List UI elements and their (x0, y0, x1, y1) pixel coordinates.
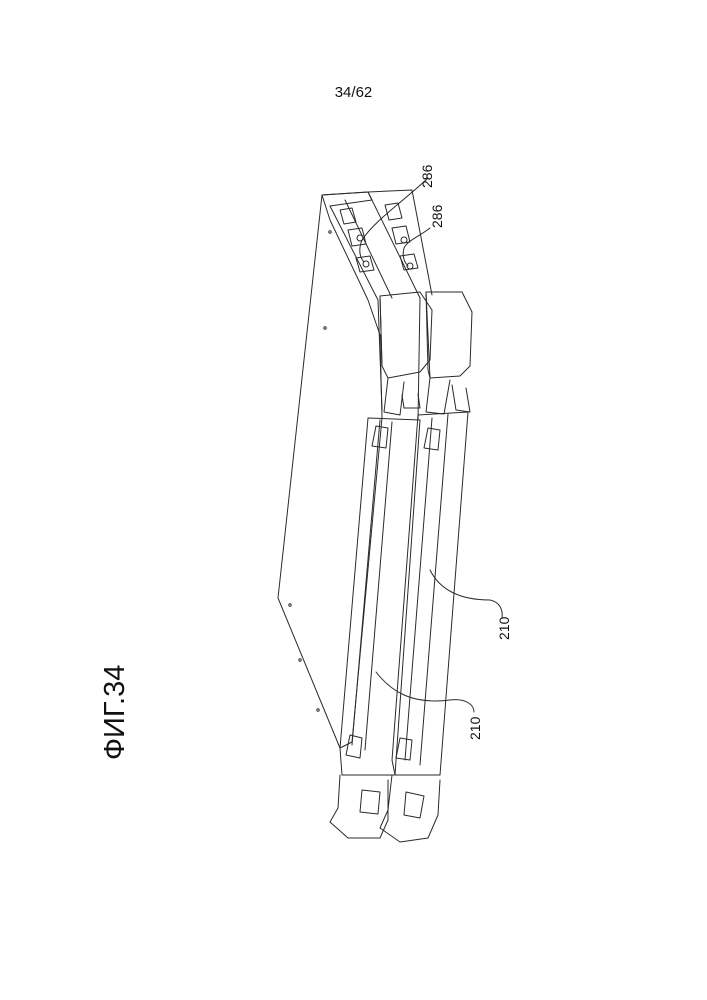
surface-dot-2 (324, 327, 326, 329)
rail-slot-3 (356, 256, 374, 272)
ref-286-a: 286 (419, 164, 435, 188)
clamp-block-1 (380, 292, 432, 378)
rail-slot-1 (340, 208, 356, 224)
ref-210-a: 210 (467, 716, 483, 740)
front-flange-2 (380, 775, 440, 842)
clamp-leg-1 (384, 378, 404, 415)
leader-286-b (403, 228, 430, 266)
surface-dot-5 (317, 709, 319, 711)
rail-slot-4 (385, 203, 402, 220)
surface-dot-4 (299, 659, 301, 661)
ref-286-b: 286 (429, 204, 445, 228)
tray-2-body (392, 412, 468, 775)
clamp-leg-2 (426, 378, 450, 414)
tray-2-inner-edge-2 (420, 414, 448, 765)
tray-2-inner-edge (405, 418, 432, 760)
connector-2 (401, 237, 407, 243)
tab-front-2 (396, 738, 412, 760)
tab-mid-2 (424, 428, 440, 450)
flange-handle-2 (404, 792, 424, 818)
rail-outer-2 (368, 190, 432, 295)
clamp-block-2 (426, 292, 472, 378)
leader-210-b (430, 570, 502, 618)
tray-1-inner-edge (352, 420, 380, 745)
tab-front-1 (346, 735, 362, 758)
front-flange-1 (330, 775, 388, 838)
surface-dot-3 (289, 604, 291, 606)
surface-dot-1 (329, 231, 331, 233)
clamp-foot-2 (452, 385, 470, 412)
tray-1-inner-edge-2 (365, 422, 392, 750)
clamp-foot-1 (402, 394, 420, 408)
ref-210-b: 210 (496, 616, 512, 640)
flange-handle-1 (360, 790, 380, 814)
